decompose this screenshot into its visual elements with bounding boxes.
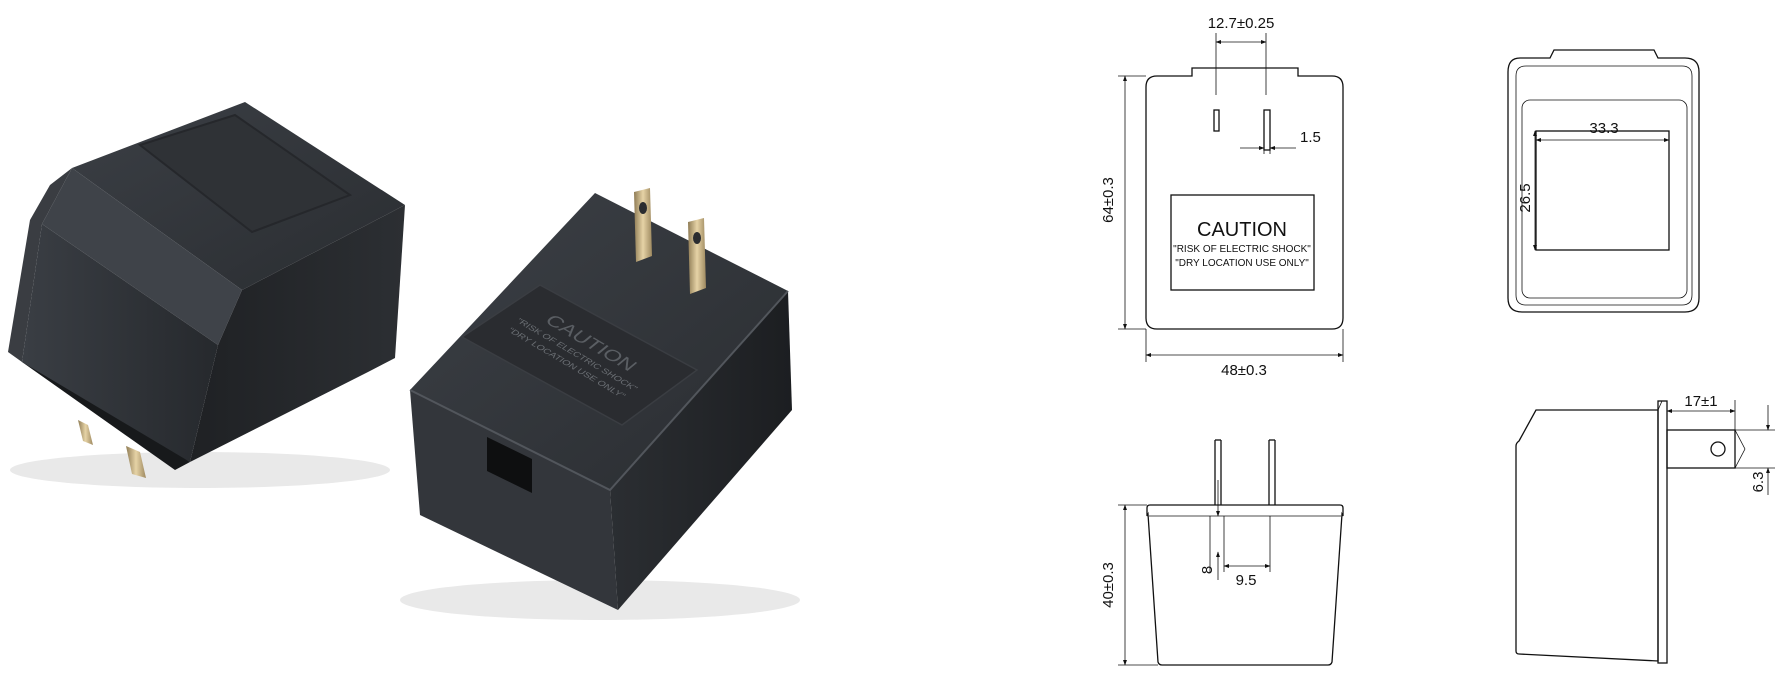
adapter-photo-left — [8, 102, 405, 488]
back-view-drawing: 33.3 26.5 — [1507, 49, 1700, 313]
dim-pin-offset: 8 — [1199, 566, 1216, 574]
pin-hole — [1710, 441, 1726, 457]
housing-front-face — [410, 390, 618, 610]
prong-icon — [78, 420, 93, 445]
shadow — [10, 452, 390, 488]
front-outline — [1145, 67, 1344, 330]
prong-icon — [688, 218, 706, 294]
bottom-outline — [1146, 504, 1344, 666]
prong-icon — [126, 446, 146, 478]
housing-lower-face — [22, 224, 218, 462]
housing-right-face — [190, 205, 405, 462]
side-outline — [1515, 409, 1659, 662]
label-panel — [460, 284, 699, 426]
housing-side-face — [8, 168, 72, 362]
caution-label-box — [1170, 194, 1315, 291]
bottom-view-drawing: 8 9.5 40±0.3 — [1100, 439, 1344, 666]
side-pin — [1666, 429, 1736, 469]
caution-line-2: "DRY LOCATION USE ONLY" — [1175, 258, 1309, 269]
embossed-label: CAUTION "RISK OF ELECTRIC SHOCK" "DRY LO… — [460, 284, 699, 426]
side-view-drawing: 17±1 6.3 — [1515, 393, 1775, 664]
back-recess — [1521, 99, 1688, 299]
housing-front-face — [42, 168, 242, 345]
dim-pin-width: 1.5 — [1300, 129, 1321, 146]
dim-recess-width: 33.3 — [1589, 120, 1618, 137]
caution-line-1: "RISK OF ELECTRIC SHOCK" — [1173, 244, 1311, 255]
dim-pin-length: 17±1 — [1684, 393, 1717, 410]
pin-slot — [1213, 109, 1220, 132]
side-flange — [1657, 400, 1668, 664]
caution-title: CAUTION — [1197, 219, 1287, 241]
adapter-photo-right: CAUTION "RISK OF ELECTRIC SHOCK" "DRY LO… — [400, 188, 800, 620]
dim-recess-height: 26.5 — [1517, 183, 1534, 212]
prong-icon — [634, 188, 652, 262]
dim-hole-offset: 6.3 — [1750, 472, 1767, 493]
dim-bottom-pin-spacing: 9.5 — [1236, 572, 1257, 589]
back-outline — [1507, 49, 1700, 313]
back-window — [1535, 130, 1670, 251]
dim-height: 64±0.3 — [1100, 177, 1117, 223]
dim-depth: 40±0.3 — [1100, 562, 1117, 608]
back-inner-outline — [1515, 65, 1693, 306]
dim-pin-spacing: 12.7±0.25 — [1208, 15, 1275, 32]
housing-right-face — [610, 291, 792, 610]
pin-slot — [1263, 109, 1271, 151]
dim-width: 48±0.3 — [1221, 362, 1267, 379]
front-view-drawing: CAUTION "RISK OF ELECTRIC SHOCK" "DRY LO… — [1100, 15, 1344, 379]
edge-highlight — [409, 290, 789, 492]
side-slot — [487, 437, 532, 493]
top-recess — [137, 113, 353, 234]
